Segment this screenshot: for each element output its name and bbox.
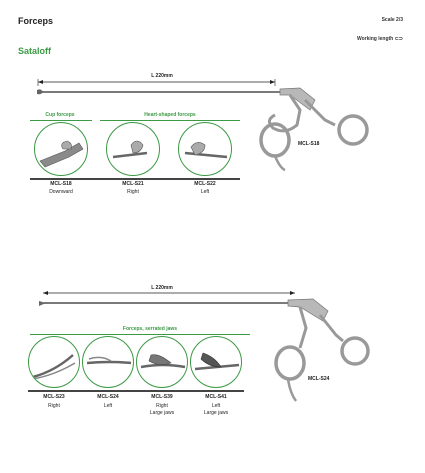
top-instrument-code: MCL-S18 [298,141,320,147]
top-divider [30,178,240,180]
item-desc: Left [211,403,221,409]
cup-forceps-detail-icon [39,140,84,168]
top-instrument-forceps-illustration [37,87,369,172]
item-code: MCL-S41 [205,394,227,400]
group-label-cup-forceps: Cup forceps [45,112,75,118]
bottom-instrument-code: MCL-S24 [308,376,330,382]
item-desc: Right [48,403,60,409]
group-line-heart [100,120,240,121]
group-label-serrated-jaws: Forceps, serrated jaws [122,326,178,332]
bottom-instrument-forceps-illustration [39,298,370,402]
detail-circle-mcl-s23 [28,336,80,388]
group-line-serrated [30,334,250,335]
serrated-right-detail-icon [32,354,76,380]
item-code: MCL-S23 [43,394,65,400]
item-desc: Left [103,403,113,409]
bottom-length-label: L 220mm [151,285,173,291]
item-code: MCL-S24 [97,394,119,400]
bottom-divider [28,390,244,392]
detail-circle-mcl-s39 [136,336,188,388]
item-code: MCL-S22 [194,181,216,187]
serrated-left-detail-icon [86,356,132,365]
item-desc: Right [127,189,139,195]
detail-circle-mcl-s18 [34,122,88,176]
item-code: MCL-S18 [50,181,72,187]
working-length-label: Working length ⊂⊃ [356,36,403,42]
detail-circle-mcl-s22 [178,122,232,176]
group-label-heart-shaped-forceps: Heart-shaped forceps [144,112,196,118]
serrated-left-large-detail-icon [194,352,240,371]
detail-circle-mcl-s24 [82,336,134,388]
item-desc: Left [200,189,210,195]
heart-forceps-right-detail-icon [112,140,148,159]
top-dimension-arrow [37,79,276,86]
scale-label: Scale 2/3 [381,17,403,23]
item-code: MCL-S21 [122,181,144,187]
item-desc-secondary: Large jaws [203,410,229,416]
section-title: Sataloff [18,46,52,56]
item-desc: Right [156,403,168,409]
detail-circle-mcl-s41 [190,336,242,388]
item-code: MCL-S39 [151,394,173,400]
item-desc-secondary: Large jaws [149,410,175,416]
item-desc: Downward [49,189,73,195]
bottom-dimension-arrow [43,291,295,295]
serrated-right-large-detail-icon [140,354,186,369]
group-line-cup [30,120,92,121]
detail-circle-mcl-s21 [106,122,160,176]
top-length-label: L 220mm [151,73,173,79]
page-title: Forceps [18,16,54,26]
heart-forceps-left-detail-icon [184,142,228,159]
